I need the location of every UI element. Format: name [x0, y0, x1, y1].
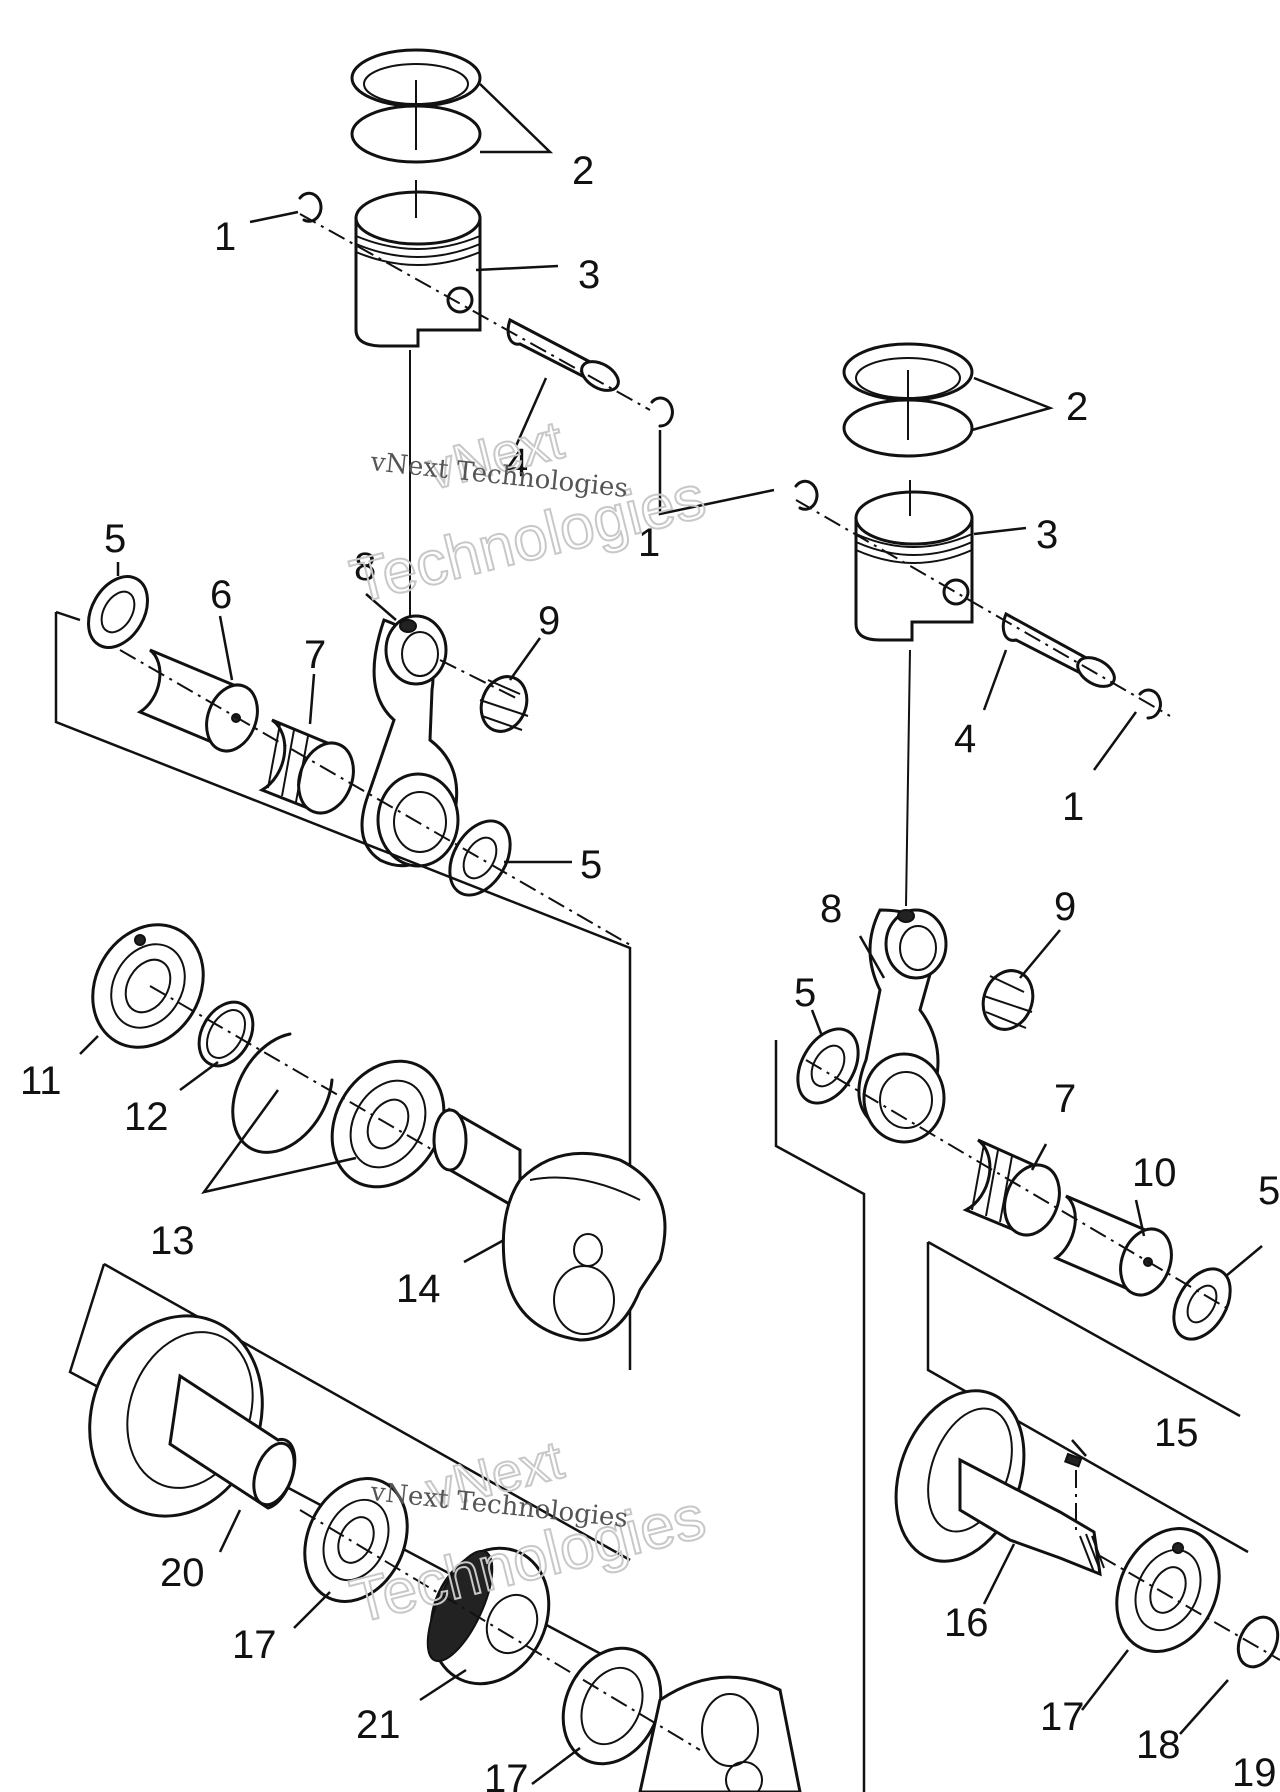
piston-left [354, 180, 482, 348]
woodruff-key-15 [1063, 1452, 1083, 1468]
callout-5-c: 5 [794, 971, 816, 1015]
piston-right [854, 480, 974, 642]
left-conrod-group [54, 575, 633, 1370]
callout-5-d: 5 [1258, 1169, 1280, 1213]
callout-18: 18 [1136, 1723, 1181, 1767]
watermark-top: vNext Technologies [343, 409, 713, 618]
callout-17-left: 17 [232, 1623, 277, 1667]
small-end-bearing-right [981, 969, 1035, 1031]
needle-bearing-right [962, 1138, 1061, 1237]
crankshaft-half-20 [68, 1262, 651, 1682]
connecting-rod-right [857, 908, 948, 1144]
callout-14: 14 [396, 1267, 441, 1311]
callout-15: 15 [1154, 1411, 1199, 1455]
callout-8-right: 8 [820, 887, 842, 931]
small-end-bearing-left [479, 675, 529, 733]
callout-1-right: 1 [1062, 785, 1084, 829]
leader-lines [79, 83, 1263, 1785]
lower-left-bearings [299, 1477, 802, 1792]
connecting-rod-left [360, 614, 460, 868]
callout-3-right: 3 [1036, 513, 1058, 557]
thrust-washer-right-a [796, 1027, 860, 1105]
callout-4-right: 4 [954, 717, 976, 761]
clip-right-pin [1138, 688, 1162, 720]
callout-7-left: 7 [304, 633, 326, 677]
callout-9-left: 9 [538, 599, 560, 643]
snap-ring-13 [231, 1032, 334, 1154]
piston-pin-left [506, 317, 620, 392]
clip-left-top [298, 191, 323, 223]
callout-6: 6 [210, 573, 232, 617]
clip-right-top [794, 479, 819, 511]
thrust-washer-right-b [1172, 1267, 1232, 1341]
snap-ring-12 [197, 1000, 255, 1068]
callout-13: 13 [150, 1219, 195, 1263]
callout-5-a: 5 [104, 517, 126, 561]
callout-20: 20 [160, 1551, 205, 1595]
callout-11: 11 [20, 1059, 62, 1103]
snap-ring-18 [1236, 1615, 1280, 1669]
main-bearing-11 [91, 923, 205, 1049]
crank-pin-left [136, 648, 259, 753]
callout-16: 16 [944, 1601, 989, 1645]
callout-2-left: 2 [572, 149, 594, 193]
right-conrod-group [774, 908, 1249, 1792]
callout-19: 19 [1232, 1751, 1277, 1792]
callout-2-right: 2 [1066, 385, 1088, 429]
needle-bearing-left-a [258, 718, 355, 815]
callout-labels: 1 2 3 4 1 2 3 4 1 5 6 7 8 9 5 8 9 5 7 10… [20, 149, 1280, 1792]
callout-1-center: 1 [638, 521, 660, 565]
callout-10: 10 [1132, 1151, 1177, 1195]
callout-9-right: 9 [1054, 885, 1076, 929]
callout-5-b: 5 [580, 843, 602, 887]
clip-left-pin [650, 396, 674, 428]
crankshaft-half-14 [432, 1107, 667, 1342]
crank-pin-right [1052, 1194, 1173, 1297]
callout-17-right: 17 [1040, 1695, 1085, 1739]
piston-pin-right [1001, 611, 1116, 688]
callout-3-left: 3 [578, 253, 600, 297]
callout-21: 21 [356, 1703, 401, 1747]
right-piston-group [794, 342, 1171, 907]
callout-7-right: 7 [1054, 1077, 1076, 1121]
right-lower-bearings [1099, 1527, 1280, 1669]
left-piston-group [298, 48, 674, 616]
main-bearing-17a [303, 1477, 409, 1603]
callout-1-left: 1 [214, 215, 236, 259]
main-bearing-17c [1115, 1527, 1221, 1653]
left-crank-bearings [91, 923, 451, 1189]
crankshaft-half-16 [894, 1389, 1105, 1577]
callout-4-left: 4 [506, 441, 528, 485]
thrust-washer-left-a [87, 575, 149, 649]
callout-12: 12 [124, 1095, 169, 1139]
seal-21 [426, 1546, 551, 1686]
callout-17-bottom: 17 [484, 1757, 529, 1792]
callout-8-left: 8 [354, 545, 376, 589]
